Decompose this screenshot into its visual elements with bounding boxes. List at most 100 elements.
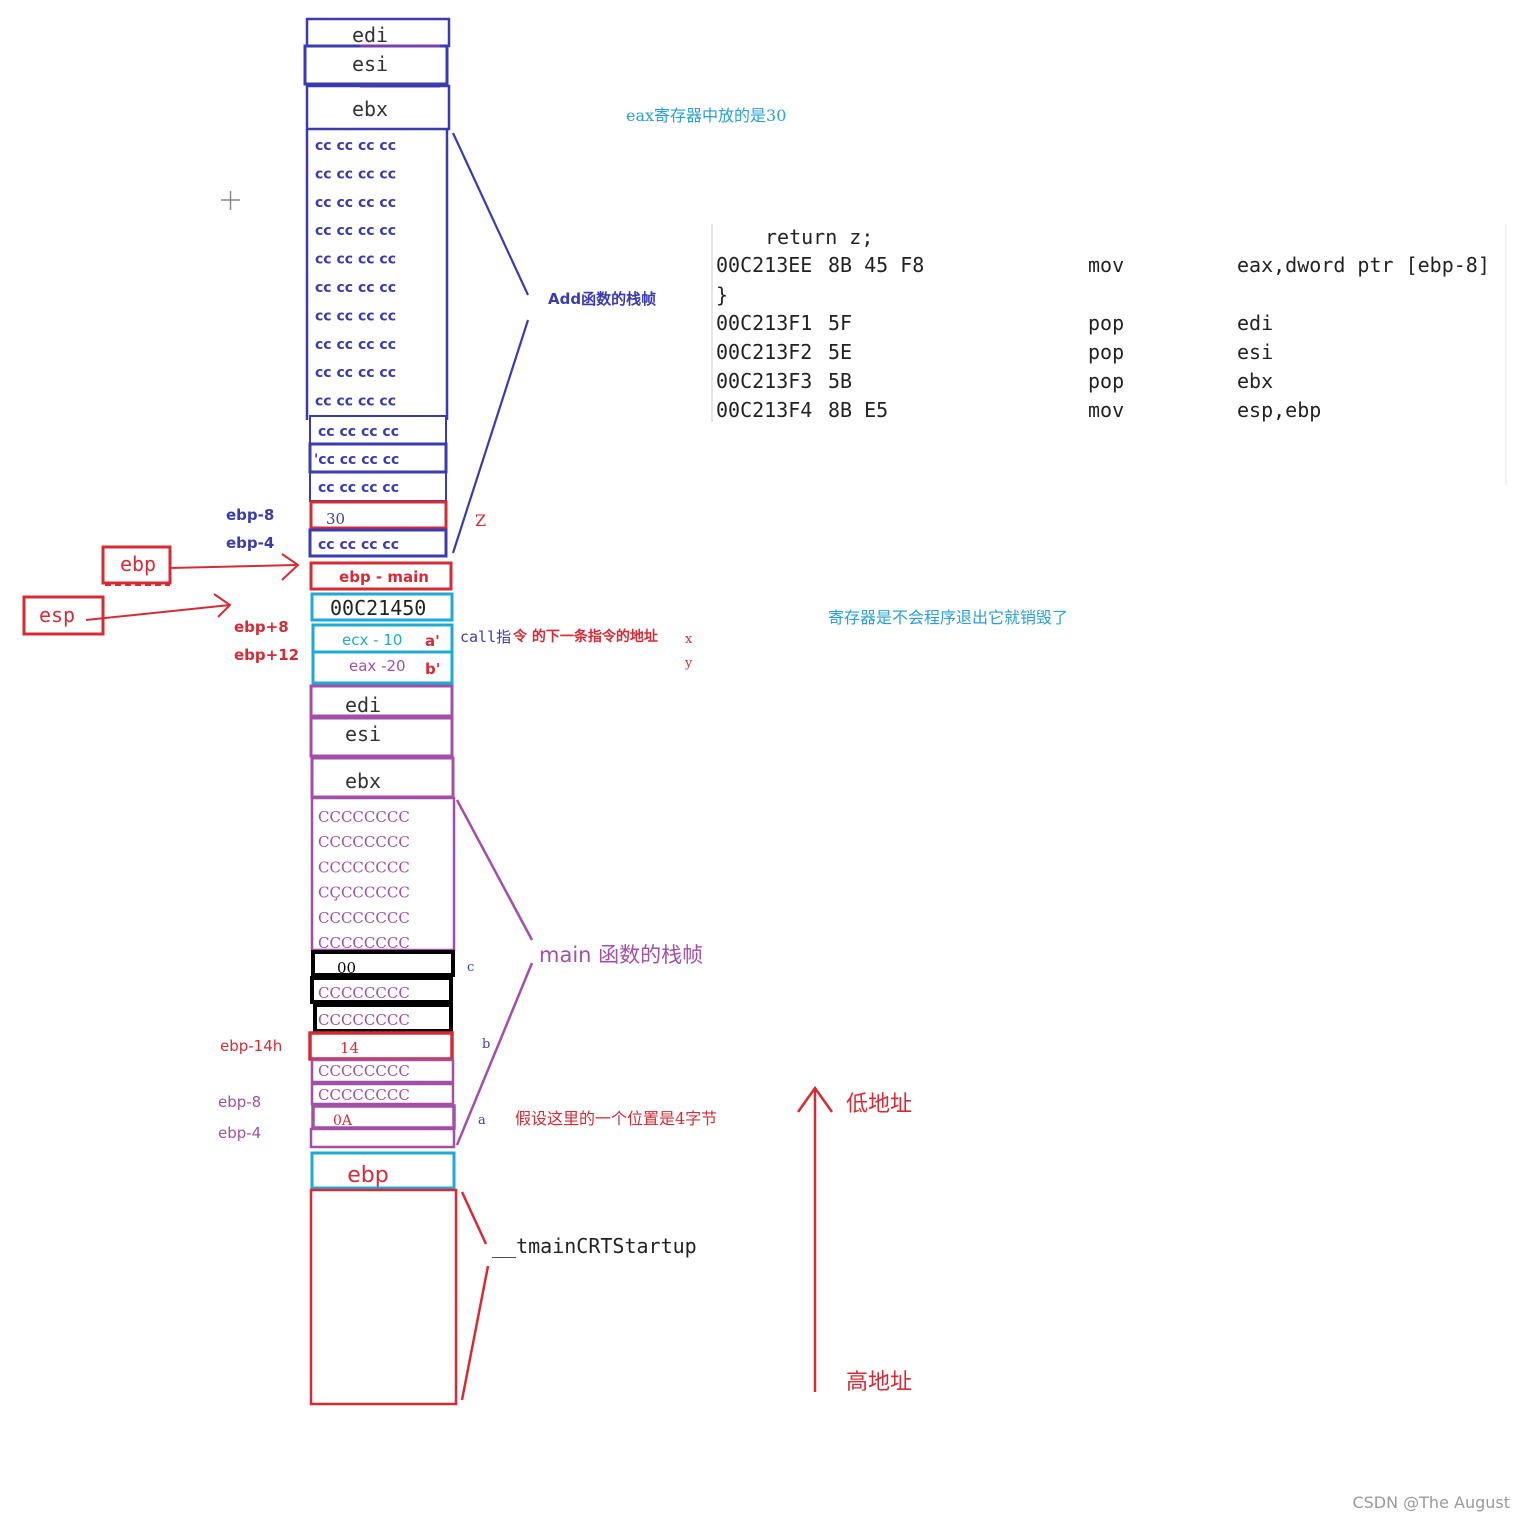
- add-cc-row: cc cc cc cc: [315, 223, 396, 239]
- disasm-operands: esp,ebp: [1237, 398, 1321, 422]
- add-cc-row: cc cc cc cc: [315, 280, 396, 296]
- ebp-plus-8-label: ebp+8: [234, 618, 289, 636]
- main-frame-brace-label: main 函数的栈帧: [539, 943, 703, 967]
- main-below-a-cell: [309, 1127, 456, 1149]
- add-frame: edi esi ebx cc cc cc cc cc cc cc cc cc cc …: [226, 17, 656, 558]
- add-cc-lower-label-2: 'cc cc cc cc: [314, 452, 399, 468]
- disasm-opcode: pop: [1088, 369, 1124, 393]
- call-note-suffix: 令 的下一条指令的地址: [512, 628, 658, 645]
- add-edi-label: edi: [352, 23, 388, 47]
- add-last-cc-label: cc cc cc cc: [318, 537, 399, 553]
- esp-arrow: [85, 604, 231, 621]
- add-ebx-cell: [305, 84, 451, 131]
- main-black-cell-2: [313, 1003, 453, 1033]
- disasm-bytes: 5E: [828, 340, 852, 364]
- eax-param-label: eax -20: [349, 657, 406, 675]
- add-cc-row: cc cc cc cc: [315, 308, 396, 324]
- main-after-b-cell-2: [310, 1082, 455, 1106]
- eax-note: eax寄存器中放的是30: [626, 106, 786, 125]
- main-brace-bottom: [455, 962, 534, 1146]
- main-b-cell: [308, 1031, 454, 1061]
- disasm-bytes: 8B E5: [828, 398, 888, 422]
- main-ebp-minus-4-label: ebp-4: [218, 1124, 261, 1142]
- disasm-row: 00C213F4 8B E5 mov esp,ebp: [716, 398, 1321, 422]
- c-label: c: [467, 960, 474, 975]
- a-prime-label: a': [425, 632, 440, 650]
- main-esi-label: esi: [345, 722, 381, 746]
- main-cc-row: CÇCCCCCC: [318, 884, 410, 902]
- source-close-brace: }: [716, 283, 728, 307]
- main-after-b-cell-1-label: CCCCCCCC: [318, 1062, 410, 1080]
- disasm-operands: ebx: [1237, 369, 1273, 393]
- main-c-cell: [311, 950, 455, 977]
- add-cc-row: cc cc cc cc: [315, 394, 396, 410]
- low-address-label: 低地址: [846, 1092, 912, 1117]
- main-brace-top: [455, 799, 534, 941]
- disasm-address: 00C213F3: [716, 369, 812, 393]
- esp-pointer-box: [22, 595, 105, 636]
- disasm-address: 00C213EE: [716, 253, 812, 277]
- startup-frame-block: [309, 1188, 458, 1406]
- main-ebp-minus-14h-label: ebp-14h: [220, 1037, 282, 1055]
- register-note: 寄存器是不会程序退出它就销毁了: [828, 608, 1068, 627]
- disasm-address: 00C213F1: [716, 311, 812, 335]
- assume-4-bytes-note: 假设这里的一个位置是4字节: [515, 1109, 717, 1128]
- disasm-operands: esi: [1237, 340, 1273, 364]
- disasm-address: 00C213F2: [716, 340, 812, 364]
- call-area: ebp - main 00C21450 ecx - 10 a' eax -20 …: [22, 545, 693, 685]
- main-frame: edi esi ebx CCCCCCCCCCCCCCCCCCCCCCCCCÇCC…: [218, 684, 717, 1190]
- arrow-up-icon: [796, 1085, 834, 1113]
- ebp-arrow: [169, 564, 297, 569]
- address-direction: 低地址 高地址: [796, 1085, 912, 1395]
- return-address-cell: [310, 592, 454, 622]
- main-ebp-minus-8-label: ebp-8: [218, 1093, 261, 1111]
- main-saved-ebp-label: ebp: [347, 1163, 388, 1188]
- main-ebx-label: ebx: [345, 769, 381, 793]
- disasm-bytes: 5F: [828, 311, 852, 335]
- add-cc-row: cc cc cc cc: [315, 337, 396, 353]
- add-z-value: 30: [326, 510, 345, 528]
- disasm-bytes: 5B: [828, 369, 852, 393]
- disasm-address: 00C213F4: [716, 398, 812, 422]
- main-cc-row: CCCCCCCC: [318, 808, 410, 826]
- main-cc-row: CCCCCCCC: [318, 858, 410, 876]
- startup-frame: __tmainCRTStartup: [309, 1188, 697, 1406]
- return-address-value: 00C21450: [330, 596, 426, 620]
- main-esi-cell: [309, 716, 454, 758]
- tmaincrtstartup-label: __tmainCRTStartup: [492, 1234, 697, 1258]
- main-c-value: 00: [337, 959, 356, 977]
- add-cc-row: cc cc cc cc: [315, 195, 396, 211]
- main-saved-ebp-cell: [310, 1151, 456, 1190]
- ebp-main-cell: [309, 561, 453, 591]
- add-cc-row: cc cc cc cc: [315, 138, 396, 154]
- main-after-b-cell-1: [310, 1058, 455, 1084]
- disasm-operands: eax,dword ptr [ebp-8]: [1237, 253, 1490, 277]
- add-brace-bottom: [451, 319, 530, 554]
- x-label: x: [685, 632, 693, 647]
- ebp-pointer-label: ebp: [120, 552, 156, 576]
- add-cc-lower-label-1: cc cc cc cc: [318, 424, 399, 440]
- add-frame-brace-label: Add函数的栈帧: [548, 290, 656, 308]
- csdn-watermark: CSDN @The August: [1352, 1493, 1510, 1512]
- add-esi-label: esi: [352, 52, 388, 76]
- eax-param-cell: [311, 650, 454, 685]
- disasm-opcode: mov: [1088, 253, 1124, 277]
- disasm-opcode: pop: [1088, 311, 1124, 335]
- high-address-label: 高地址: [846, 1370, 912, 1395]
- ecx-param-label: ecx - 10: [342, 631, 402, 649]
- add-cc-row: cc cc cc cc: [315, 252, 396, 268]
- a-label: a: [478, 1113, 486, 1128]
- call-note-prefix: call指: [460, 628, 511, 646]
- disasm-opcode: mov: [1088, 398, 1124, 422]
- main-after-b-cell-2-label: CCCCCCCC: [318, 1086, 410, 1104]
- z-label: Z: [475, 511, 486, 530]
- source-return-line: return z;: [765, 225, 873, 249]
- add-ebx-label: ebx: [352, 97, 388, 121]
- main-cc-row: CCCCCCCC: [318, 934, 410, 952]
- main-black-cell-1: [310, 976, 453, 1004]
